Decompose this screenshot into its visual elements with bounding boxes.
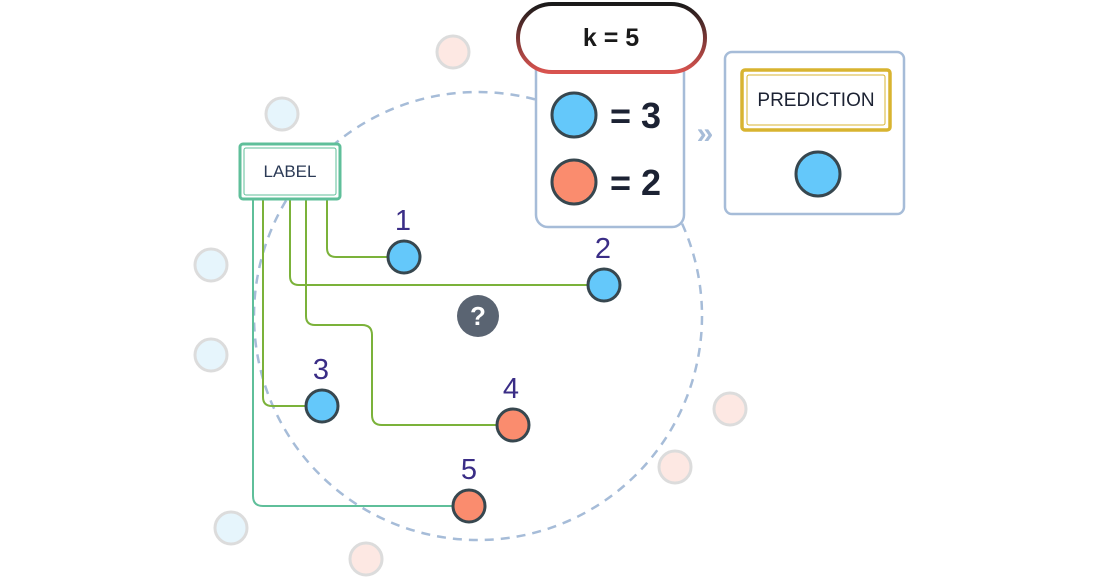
prediction-title: PREDICTION xyxy=(757,90,874,111)
k-value-box: k = 5 xyxy=(516,2,707,74)
faded-blue-point xyxy=(193,247,229,283)
count-blue-swatch xyxy=(550,91,598,139)
k-value-text: k = 5 xyxy=(583,24,639,52)
label-box-text: LABEL xyxy=(264,162,317,181)
connector-2 xyxy=(289,200,588,286)
connector-4 xyxy=(305,200,497,426)
faded-orange-point xyxy=(712,391,748,427)
neighborhood-radius-circle xyxy=(252,90,704,542)
neighbor-5-rank: 5 xyxy=(461,454,477,486)
neighbor-1-point xyxy=(386,239,422,275)
neighbor-4: 4 xyxy=(495,373,531,443)
neighbor-1: 1 xyxy=(386,205,422,275)
label-connectors xyxy=(252,200,588,507)
prediction-panel: PREDICTION xyxy=(723,50,906,216)
label-box-inner xyxy=(243,147,337,196)
neighbor-4-point xyxy=(495,407,531,443)
neighbor-2: 2 xyxy=(586,233,622,303)
count-blue-text: = 3 xyxy=(610,95,661,136)
neighbor-2-rank: 2 xyxy=(595,233,611,265)
label-box: LABEL xyxy=(238,142,342,201)
connector-1 xyxy=(326,200,388,258)
neighbor-4-rank: 4 xyxy=(503,373,519,405)
count-orange-swatch xyxy=(550,158,598,206)
neighbor-3: 3 xyxy=(304,354,340,424)
label-box-frame xyxy=(238,142,342,201)
connector-3 xyxy=(262,200,306,407)
prediction-title-frame xyxy=(740,68,892,132)
query-point-circle xyxy=(457,295,499,337)
query-point-mark: ? xyxy=(470,301,486,331)
prediction-title-inner xyxy=(746,74,886,126)
double-chevron-right-icon: » xyxy=(697,117,714,150)
query-point: ? xyxy=(457,295,499,337)
neighbor-1-rank: 1 xyxy=(395,205,411,237)
faded-orange-point xyxy=(435,34,471,70)
count-orange-text: = 2 xyxy=(610,162,661,203)
faded-blue-point xyxy=(213,510,249,546)
neighbor-3-point xyxy=(304,388,340,424)
neighbor-3-rank: 3 xyxy=(313,354,329,386)
k-value-frame xyxy=(516,2,707,74)
neighbor-5-point xyxy=(451,488,487,524)
faded-blue-point xyxy=(193,337,229,373)
faded-blue-point xyxy=(264,96,300,132)
class-count-panel: = 3 = 2 xyxy=(534,53,686,229)
connector-5 xyxy=(252,200,452,507)
faded-orange-point xyxy=(348,541,384,577)
neighbor-2-point xyxy=(586,267,622,303)
faded-orange-point xyxy=(657,449,693,485)
neighbor-points: 1 2 3 4 5 xyxy=(304,205,622,524)
neighbor-5: 5 xyxy=(451,454,487,524)
background-points xyxy=(193,34,748,577)
prediction-result-point xyxy=(794,150,842,198)
